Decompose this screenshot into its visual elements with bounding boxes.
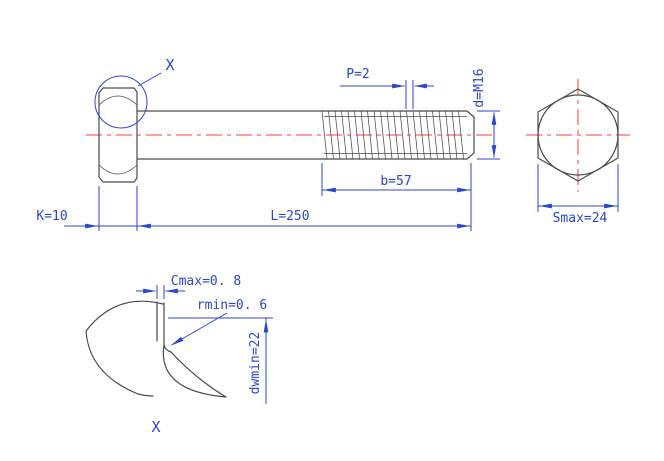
end-view: Smax=24 [526, 79, 630, 226]
detail-marker: X [94, 56, 175, 129]
detail-marker-label: X [165, 56, 174, 74]
head-chamfer-circle [537, 94, 619, 176]
detail-circle [94, 75, 148, 129]
chamfer-label: Cmax=0. 8 [171, 274, 241, 289]
dimension-chamfer: Cmax=0. 8 [136, 274, 241, 299]
detail-view: Cmax=0. 8 rmin=0. 6 dwmin=22 X [85, 274, 273, 436]
main-view: X P=2 d=M16 b=57 [36, 56, 500, 231]
dimension-thread-spec: d=M16 [472, 68, 500, 160]
thread-hatching [321, 110, 468, 160]
hexagon-outline [537, 88, 619, 182]
fillet-label: rmin=0. 6 [197, 298, 267, 313]
detail-leader-line [137, 72, 162, 87]
bolt-head-outline [98, 87, 138, 183]
pitch-label: P=2 [346, 67, 369, 82]
dimension-pitch: P=2 [340, 67, 434, 109]
washer-face-label: dwmin=22 [248, 332, 263, 395]
dimension-thread-length: b=57 [321, 163, 472, 231]
bolt-shank-outline [136, 110, 475, 160]
dimension-length-chain: K=10 L=250 [36, 186, 471, 231]
thread-spec-label: d=M16 [472, 68, 487, 107]
thread-length-label: b=57 [380, 174, 411, 189]
detail-view-label: X [151, 418, 160, 436]
length-label: L=250 [270, 209, 309, 224]
detail-part-outline [85, 300, 227, 398]
head-height-label: K=10 [36, 209, 67, 224]
across-flats-label: Smax=24 [553, 211, 608, 226]
dimension-washer-face: dwmin=22 [168, 317, 273, 404]
dimension-across-flats: Smax=24 [537, 164, 619, 226]
